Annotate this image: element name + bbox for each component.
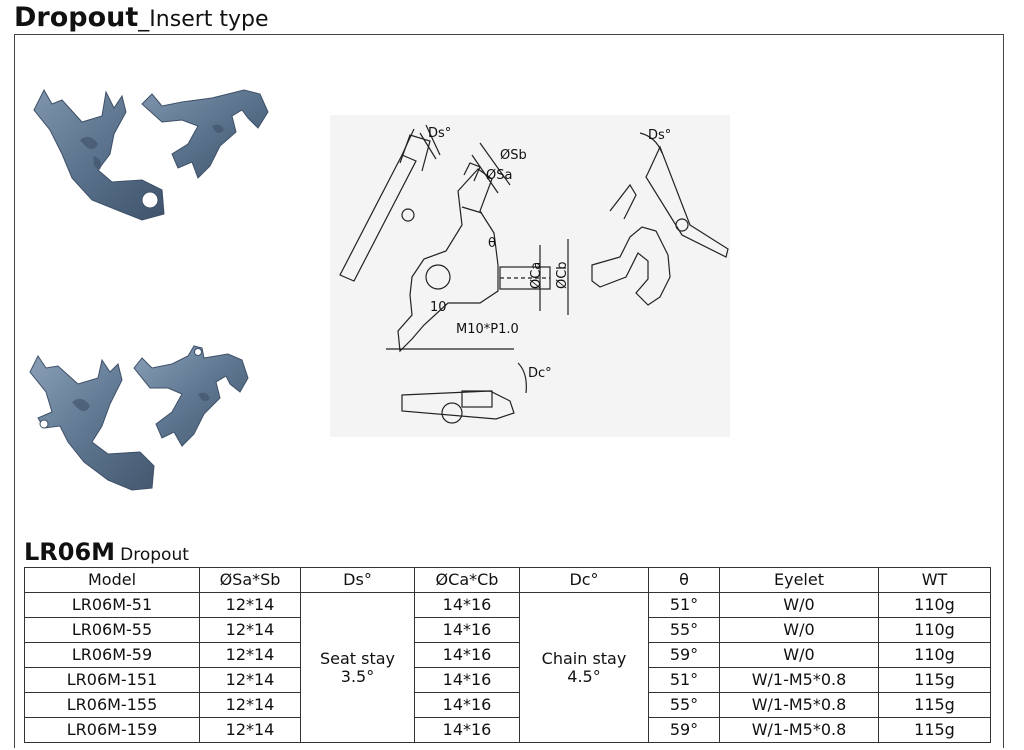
cell-eyelet: W/0 bbox=[719, 642, 879, 668]
header-ca-cb: ØCa*Cb bbox=[414, 567, 520, 593]
spec-table: Model ØSa*Sb Ds° ØCa*Cb Dc° θ Eyelet WT … bbox=[24, 567, 991, 743]
label-ds: Ds° bbox=[428, 126, 451, 141]
table-row: LR06M-55 12*14 14*16 55° W/0 110g bbox=[24, 617, 991, 643]
header-ds: Ds° bbox=[300, 567, 415, 593]
table-row: LR06M-59 12*14 14*16 59° W/0 110g bbox=[24, 642, 991, 668]
cell-sa-sb: 12*14 bbox=[199, 692, 301, 718]
cell-theta: 51° bbox=[648, 592, 720, 618]
cell-sa-sb: 12*14 bbox=[199, 667, 301, 693]
cell-model: LR06M-159 bbox=[24, 717, 200, 743]
cell-dc-merged: Chain stay 4.5° bbox=[519, 592, 649, 743]
cell-model: LR06M-59 bbox=[24, 642, 200, 668]
label-sb: ØSb bbox=[500, 148, 527, 163]
cell-theta: 59° bbox=[648, 717, 720, 743]
cell-theta: 55° bbox=[648, 692, 720, 718]
cell-theta: 51° bbox=[648, 667, 720, 693]
table-row: LR06M-51 12*14 Seat stay 3.5° 14*16 Chai… bbox=[24, 592, 991, 743]
label-ten: 10 bbox=[430, 300, 447, 315]
ds-merged-line2: 3.5° bbox=[340, 666, 375, 686]
label-thread: M10*P1.0 bbox=[456, 322, 519, 337]
label-cb: ØCb bbox=[555, 261, 570, 289]
table-header-row: Model ØSa*Sb Ds° ØCa*Cb Dc° θ Eyelet WT bbox=[24, 567, 991, 593]
cell-wt: 110g bbox=[878, 642, 991, 668]
cell-ds-merged: Seat stay 3.5° bbox=[300, 592, 415, 743]
dc-merged-line1: Chain stay bbox=[541, 648, 627, 668]
header-dc: Dc° bbox=[519, 567, 649, 593]
cell-eyelet: W/1-M5*0.8 bbox=[719, 692, 879, 718]
label-sa: ØSa bbox=[486, 168, 512, 183]
cell-model: LR06M-55 bbox=[24, 617, 200, 643]
label-ds-right: Ds° bbox=[648, 128, 671, 143]
cell-eyelet: W/0 bbox=[719, 617, 879, 643]
ds-merged-line1: Seat stay bbox=[319, 648, 396, 668]
cell-ca-cb: 14*16 bbox=[414, 617, 520, 643]
cell-wt: 110g bbox=[878, 617, 991, 643]
cell-eyelet: W/1-M5*0.8 bbox=[719, 667, 879, 693]
cell-wt: 110g bbox=[878, 592, 991, 618]
cell-eyelet: W/1-M5*0.8 bbox=[719, 717, 879, 743]
cell-ca-cb: 14*16 bbox=[414, 667, 520, 693]
cell-ca-cb: 14*16 bbox=[414, 642, 520, 668]
table-row: LR06M-151 12*14 14*16 51° W/1-M5*0.8 115… bbox=[24, 667, 991, 693]
cell-wt: 115g bbox=[878, 717, 991, 743]
cell-wt: 115g bbox=[878, 692, 991, 718]
dropout-photo-top bbox=[33, 88, 269, 221]
product-code: LR06M bbox=[24, 538, 116, 566]
cell-theta: 59° bbox=[648, 642, 720, 668]
cell-model: LR06M-155 bbox=[24, 692, 200, 718]
dc-merged-line2: 4.5° bbox=[567, 666, 601, 686]
header-model: Model bbox=[24, 567, 200, 593]
header-wt: WT bbox=[878, 567, 991, 593]
cell-sa-sb: 12*14 bbox=[199, 617, 301, 643]
cell-sa-sb: 12*14 bbox=[199, 592, 301, 618]
page-title-rest: _Insert type bbox=[138, 7, 269, 32]
header-theta: θ bbox=[648, 567, 720, 593]
cell-ca-cb: 14*16 bbox=[414, 717, 520, 743]
cell-sa-sb: 12*14 bbox=[199, 717, 301, 743]
cell-model: LR06M-51 bbox=[24, 592, 200, 618]
technical-drawing: Ds° ØSb ØSa θ ØCa ØCb 10 M10*P1.0 Ds° Dc… bbox=[330, 115, 730, 437]
cell-model: LR06M-151 bbox=[24, 667, 200, 693]
cell-wt: 115g bbox=[878, 667, 991, 693]
cell-ca-cb: 14*16 bbox=[414, 692, 520, 718]
cell-ca-cb: 14*16 bbox=[414, 592, 520, 618]
header-sa-sb: ØSa*Sb bbox=[199, 567, 301, 593]
content-frame bbox=[14, 34, 1004, 748]
cell-eyelet: W/0 bbox=[719, 592, 879, 618]
page-title-bold: Dropout bbox=[14, 2, 139, 33]
table-row: LR06M-159 12*14 14*16 59° W/1-M5*0.8 115… bbox=[24, 717, 991, 743]
cell-sa-sb: 12*14 bbox=[199, 642, 301, 668]
label-dc: Dc° bbox=[528, 366, 552, 381]
label-ca: ØCa bbox=[529, 262, 544, 289]
product-heading: LR06M Dropout bbox=[24, 538, 189, 566]
header-eyelet: Eyelet bbox=[719, 567, 879, 593]
page-title: Dropout_Insert type bbox=[14, 2, 269, 34]
cell-theta: 55° bbox=[648, 617, 720, 643]
dropout-photo-bottom bbox=[29, 345, 249, 491]
label-theta: θ bbox=[488, 236, 496, 251]
product-name: Dropout bbox=[120, 545, 189, 565]
table-row: LR06M-155 12*14 14*16 55° W/1-M5*0.8 115… bbox=[24, 692, 991, 718]
